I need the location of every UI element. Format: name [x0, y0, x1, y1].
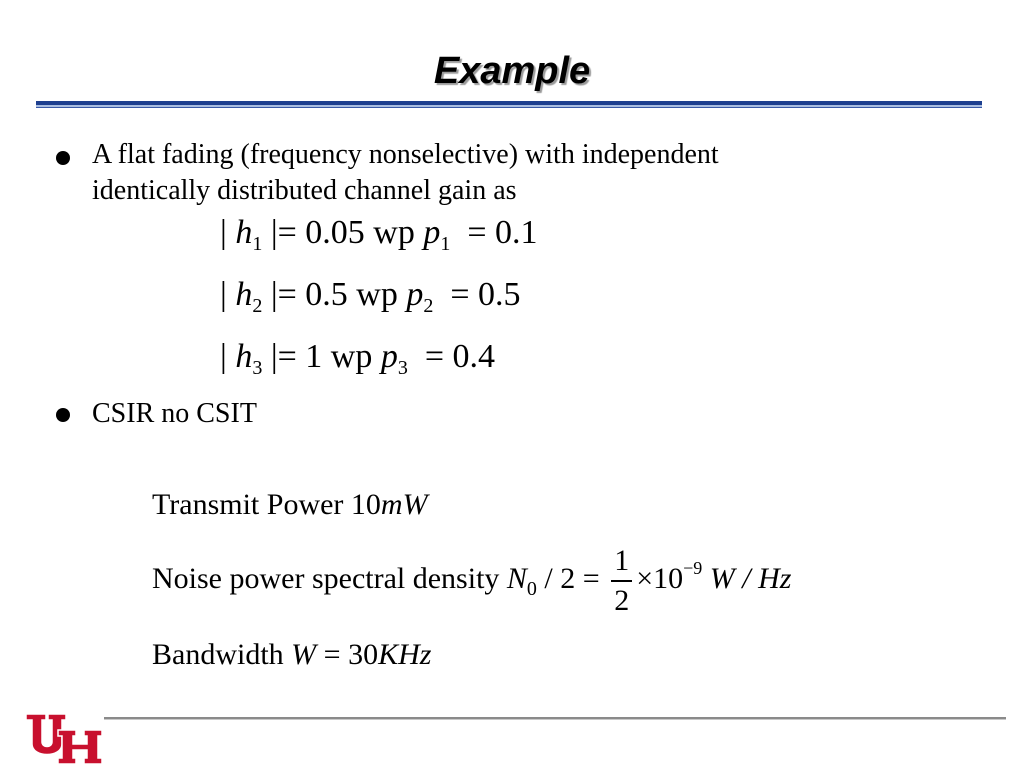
bullet-text-2: CSIR no CSIT — [92, 398, 257, 429]
gain-equation-1: | h1 |= 0.05 wp p1 = 0.1 — [220, 214, 538, 255]
transmit-power-equation: Transmit Power 10mW — [152, 488, 428, 521]
university-of-houston-logo-icon — [25, 713, 103, 765]
bullet-1-line-2: identically distributed channel gain as — [92, 175, 517, 206]
title-underline — [36, 101, 982, 105]
bullet-dot-2 — [56, 408, 70, 422]
bullet-1-line-1: A flat fading (frequency nonselective) w… — [92, 139, 719, 170]
footer-rule-light — [104, 719, 1006, 720]
noise-psd-equation: Noise power spectral density N0 / 2 = 1 … — [152, 542, 791, 620]
bandwidth-equation: Bandwidth W = 30KHz — [152, 638, 432, 671]
bullet-dot-1 — [56, 151, 70, 165]
gain-equation-3: | h3 |= 1 wp p3 = 0.4 — [220, 338, 496, 379]
gain-equation-2: | h2 |= 0.5 wp p2 = 0.5 — [220, 276, 521, 317]
slide-title: Example — [433, 50, 591, 92]
fraction-one-half: 1 2 — [611, 542, 633, 620]
footer-rule — [104, 717, 1006, 719]
title-underline-light — [36, 105, 982, 107]
bullet-text-1: A flat fading (frequency nonselective) w… — [92, 137, 719, 209]
title-underline-thin — [36, 107, 982, 108]
